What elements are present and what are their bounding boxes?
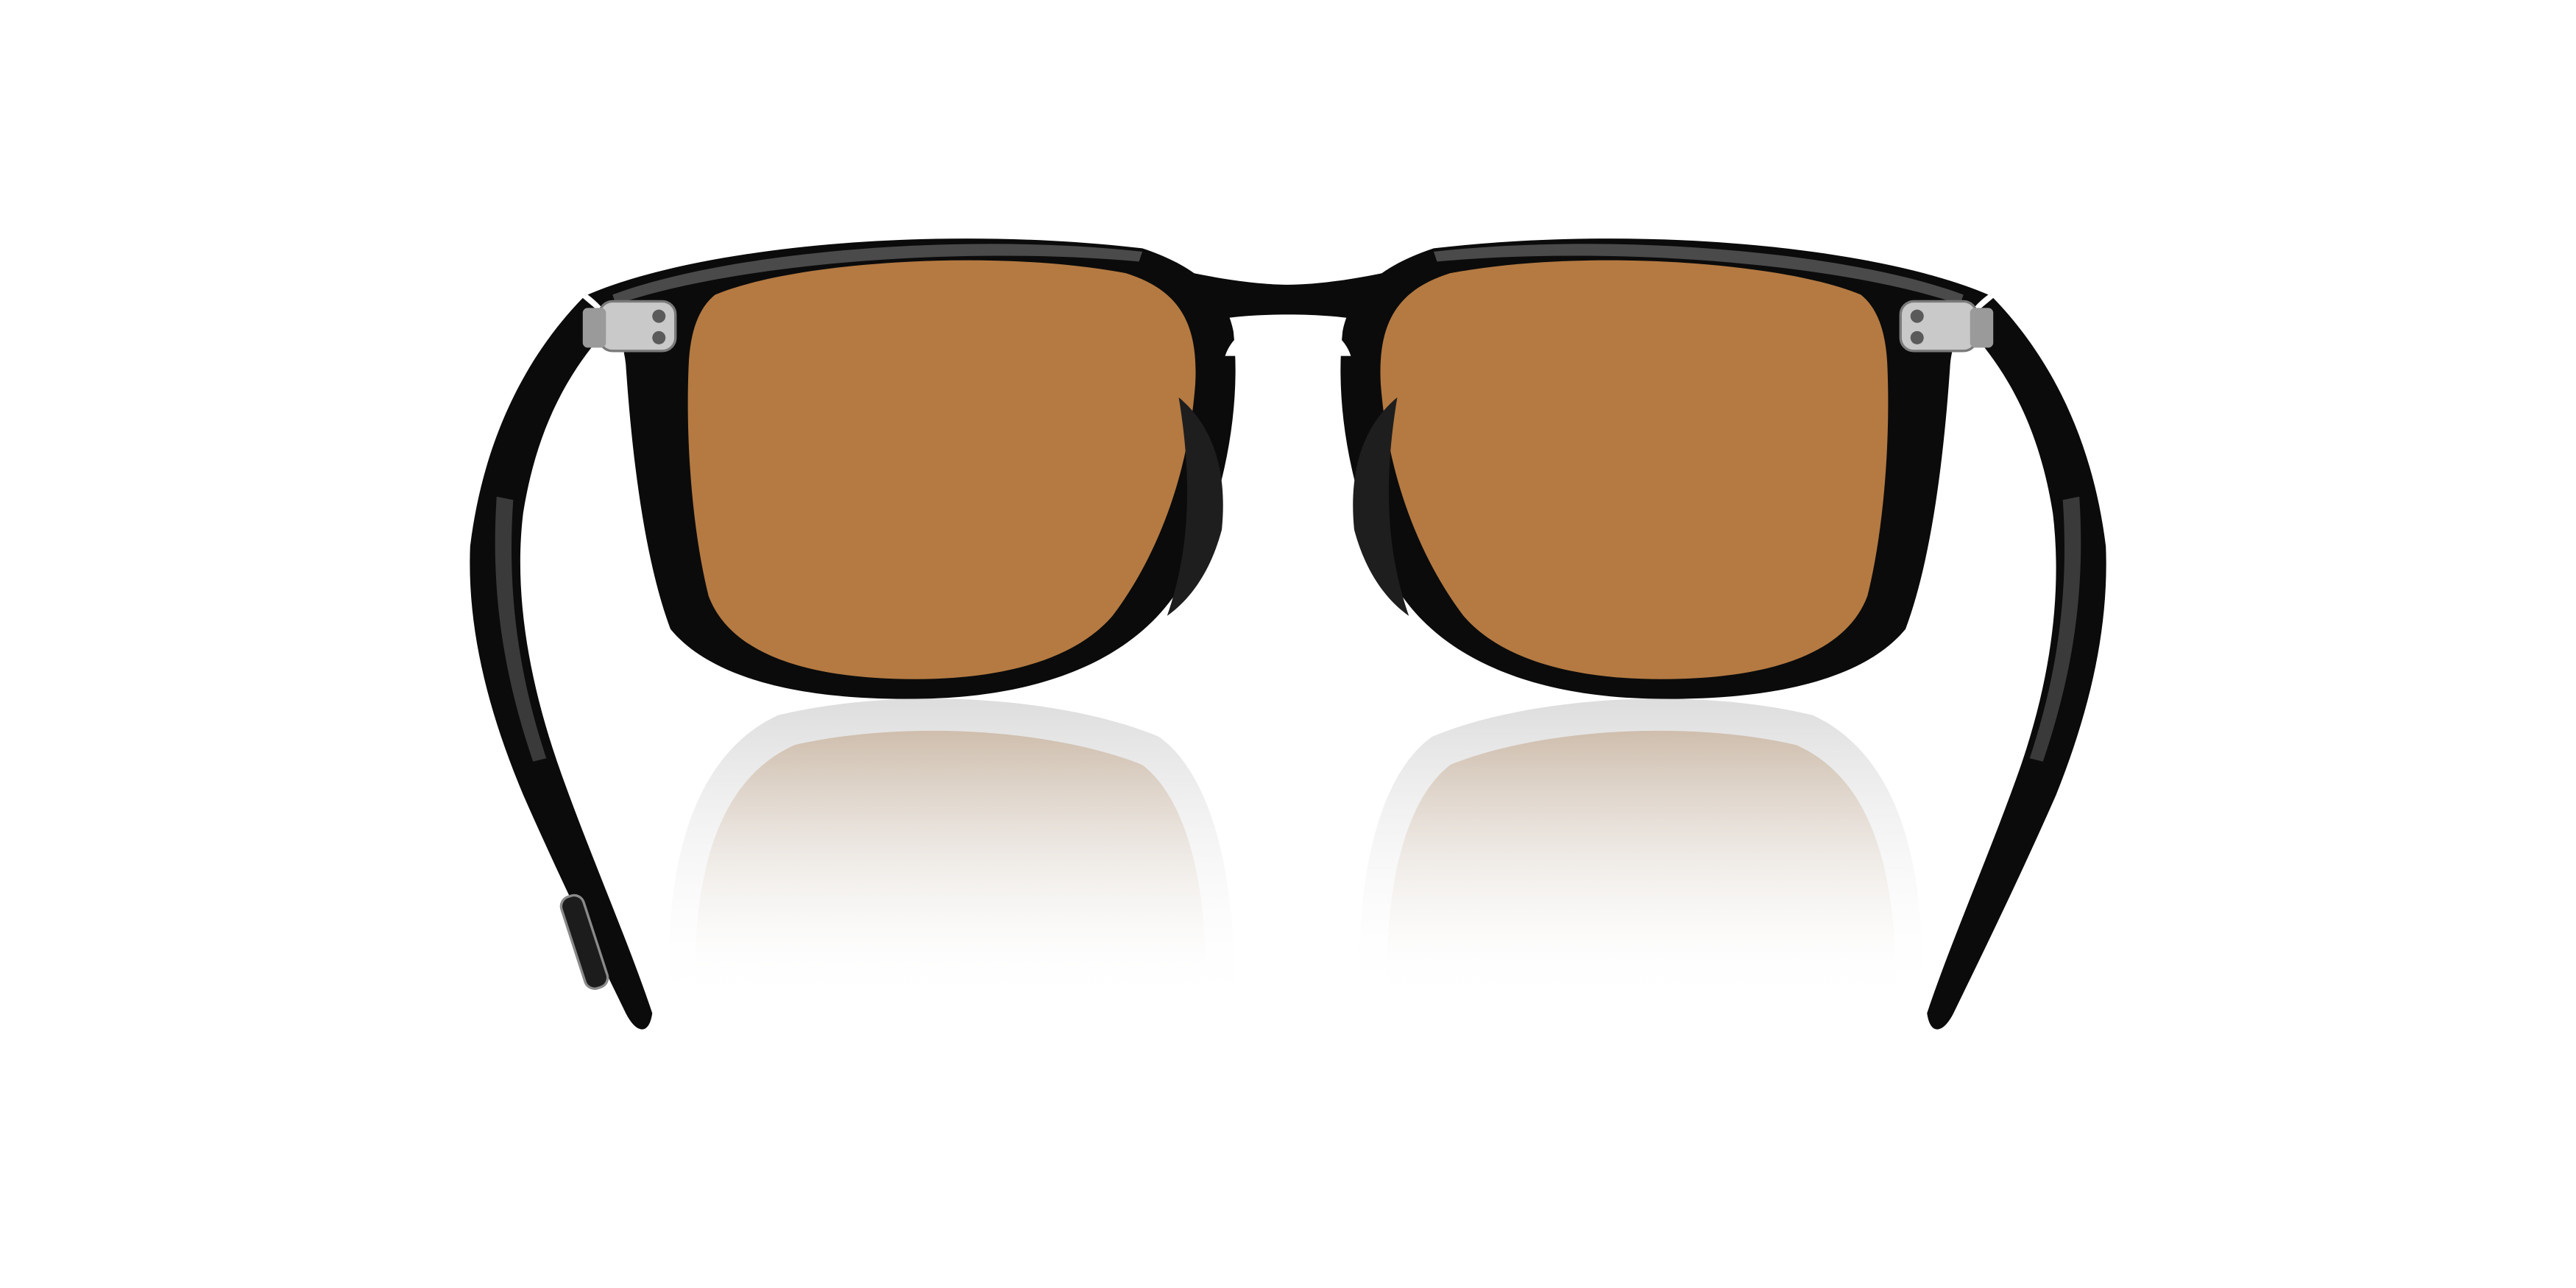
reflection <box>669 698 1922 1011</box>
lenses <box>687 260 1889 679</box>
temples <box>470 297 2106 1030</box>
left-temple-highlight <box>495 496 547 762</box>
hinges <box>582 300 1994 353</box>
left-lens-reflection <box>695 730 1206 994</box>
left-hinge-icon <box>582 300 677 353</box>
left-nose-pad <box>1167 397 1223 616</box>
right-lens-reflection <box>1387 730 1896 994</box>
frame-top-highlight <box>612 244 1143 305</box>
right-nose-pad <box>1353 397 1409 616</box>
left-temple-logo-plate <box>559 894 609 990</box>
frame-top-highlight-right <box>1433 244 1964 305</box>
bridge-keyhole <box>1225 321 1351 356</box>
right-lens <box>1380 260 1889 679</box>
bridge <box>1156 264 1420 340</box>
right-temple-highlight <box>2029 496 2081 762</box>
right-temple <box>1927 297 2106 1030</box>
left-temple <box>470 297 653 1030</box>
right-hinge-icon <box>1899 300 1994 353</box>
left-lens <box>687 260 1196 679</box>
